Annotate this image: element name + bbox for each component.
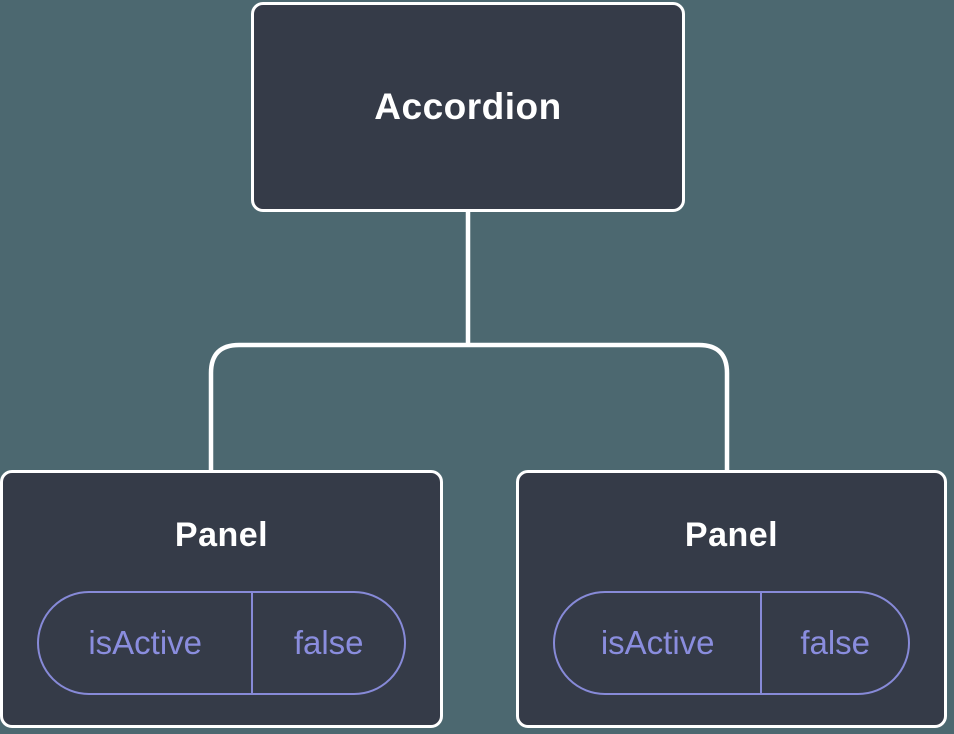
state-value-cell: false xyxy=(293,624,364,661)
connector-branch xyxy=(208,342,730,472)
state-name-cell: isActive xyxy=(39,593,254,693)
node-panel-left-label: Panel xyxy=(174,516,269,554)
node-panel-left: Panel isActive false xyxy=(0,470,443,728)
node-panel-right-label: Panel xyxy=(684,516,779,554)
state-pill: isActive false xyxy=(553,591,910,695)
state-pill: isActive false xyxy=(37,591,406,695)
node-accordion: Accordion xyxy=(251,2,685,212)
state-value-cell: false xyxy=(800,624,871,661)
state-name-cell: isActive xyxy=(555,593,763,693)
node-accordion-label: Accordion xyxy=(374,86,562,127)
node-panel-right: Panel isActive false xyxy=(516,470,947,728)
